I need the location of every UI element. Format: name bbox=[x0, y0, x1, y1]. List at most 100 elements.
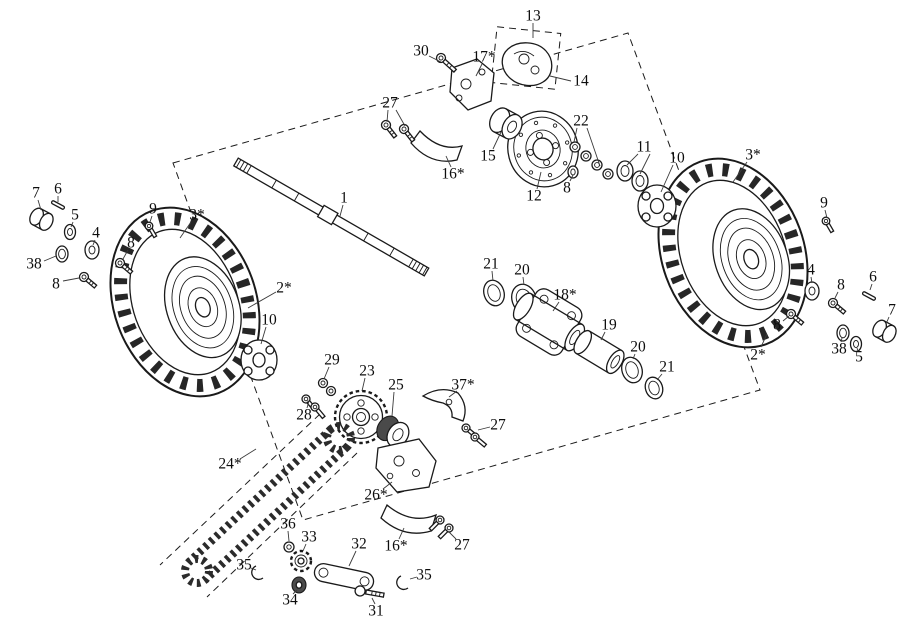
part-callout-8: 8 bbox=[773, 317, 781, 334]
leader-line bbox=[445, 155, 452, 168]
caliper-bolt bbox=[435, 52, 458, 73]
part-callout-36: 36 bbox=[280, 516, 296, 533]
side-guard bbox=[421, 389, 466, 422]
part-callout-24: 24* bbox=[218, 456, 242, 473]
leader-line bbox=[639, 153, 651, 175]
sprocket-bolt bbox=[310, 402, 326, 420]
part-callout-17: 17* bbox=[472, 49, 496, 66]
bearing-ring bbox=[621, 356, 643, 384]
part-callout-32: 32 bbox=[351, 536, 367, 553]
part-callout-28: 28 bbox=[296, 407, 312, 424]
leader-line bbox=[92, 239, 96, 246]
leader-line bbox=[656, 373, 663, 381]
drive-sprocket bbox=[333, 389, 389, 445]
part-callout-35: 35 bbox=[416, 567, 432, 584]
leader-line bbox=[492, 131, 502, 150]
part-callout-6: 6 bbox=[869, 269, 877, 286]
part-callout-2: 2* bbox=[276, 280, 292, 297]
leader-line bbox=[398, 527, 405, 540]
part-callout-19: 19 bbox=[601, 317, 617, 334]
axle-nut-stack bbox=[567, 141, 614, 180]
part-callout-30: 30 bbox=[413, 43, 429, 60]
part-callout-25: 25 bbox=[388, 377, 404, 394]
leader-line bbox=[428, 55, 442, 63]
part-callout-6: 6 bbox=[54, 181, 62, 198]
sprocket-washers bbox=[317, 377, 337, 397]
leader-line bbox=[824, 209, 828, 219]
part-callout-8: 8 bbox=[52, 276, 60, 293]
leader-line bbox=[323, 366, 330, 380]
part-callout-37: 37* bbox=[451, 377, 475, 394]
leader-line bbox=[122, 249, 129, 260]
disc-hub-spacer bbox=[489, 107, 523, 140]
leader-line bbox=[552, 301, 560, 312]
bracket-bolt bbox=[380, 119, 398, 139]
leader-line bbox=[522, 276, 525, 286]
part-callout-23: 23 bbox=[359, 363, 375, 380]
part-callout-18: 18* bbox=[553, 287, 577, 304]
leader-line bbox=[382, 481, 393, 490]
axle-bearings bbox=[616, 160, 649, 192]
leader-line bbox=[475, 63, 483, 77]
cotter-pin bbox=[50, 200, 66, 210]
part-callout-4: 4 bbox=[92, 225, 100, 242]
leader-line bbox=[43, 255, 57, 262]
leader-line bbox=[834, 291, 839, 299]
leader-line bbox=[70, 221, 74, 228]
part-callout-4: 4 bbox=[807, 262, 815, 279]
part-callout-21: 21 bbox=[483, 256, 499, 273]
leader-line bbox=[760, 333, 768, 348]
axle-cap bbox=[29, 207, 54, 231]
left-axle-end-parts bbox=[29, 200, 134, 289]
part-callout-3: 3* bbox=[189, 207, 205, 224]
leader-line bbox=[260, 326, 267, 345]
hub-bolt bbox=[827, 297, 847, 315]
tensioner-assembly bbox=[251, 541, 409, 598]
leader-line bbox=[549, 75, 572, 82]
caliper-bracket bbox=[449, 58, 495, 111]
leader-line bbox=[250, 567, 257, 571]
leader-line bbox=[536, 171, 542, 190]
tensioner-arm bbox=[313, 562, 375, 592]
leader-line bbox=[569, 174, 574, 182]
leader-line bbox=[600, 331, 606, 341]
chain-guard-bracket bbox=[375, 438, 437, 493]
part-callout-7: 7 bbox=[888, 302, 896, 319]
part-callout-31: 31 bbox=[368, 603, 384, 620]
part-callout-14: 14 bbox=[573, 73, 589, 90]
leader-line bbox=[395, 109, 406, 127]
leader-line bbox=[448, 531, 457, 540]
part-callout-29: 29 bbox=[324, 352, 340, 369]
part-callout-12: 12 bbox=[526, 188, 542, 205]
guard-bolt bbox=[437, 523, 454, 540]
leader-line bbox=[732, 161, 748, 183]
part-callout-3: 3* bbox=[745, 147, 761, 164]
leader-line bbox=[477, 426, 491, 431]
left-wheel-hub bbox=[240, 339, 278, 381]
part-callout-11: 11 bbox=[637, 139, 652, 156]
part-callout-26: 26* bbox=[364, 487, 388, 504]
part-callout-38: 38 bbox=[26, 256, 42, 273]
part-callout-16: 16* bbox=[384, 538, 408, 555]
leader-line bbox=[885, 316, 890, 325]
leader-line bbox=[632, 353, 636, 360]
part-callout-20: 20 bbox=[630, 339, 646, 356]
leader-line bbox=[573, 127, 578, 143]
part-callout-34: 34 bbox=[282, 592, 298, 609]
lower-chain-guard bbox=[380, 503, 438, 534]
tensioner-bolt bbox=[354, 585, 385, 598]
left-rim bbox=[163, 256, 242, 359]
part-callout-1: 1 bbox=[340, 190, 348, 207]
right-rim bbox=[712, 208, 791, 311]
rear-axle-shaft bbox=[232, 157, 430, 277]
right-wheel-hub bbox=[637, 184, 677, 228]
axle-cap bbox=[872, 319, 897, 343]
leader-line bbox=[840, 337, 843, 343]
part-callout-5: 5 bbox=[71, 207, 79, 224]
part-callout-38: 38 bbox=[831, 341, 847, 358]
seal-ring bbox=[483, 279, 505, 307]
part-callout-21: 21 bbox=[659, 359, 675, 376]
part-callout-27: 27 bbox=[490, 417, 506, 434]
part-callout-8: 8 bbox=[837, 277, 845, 294]
